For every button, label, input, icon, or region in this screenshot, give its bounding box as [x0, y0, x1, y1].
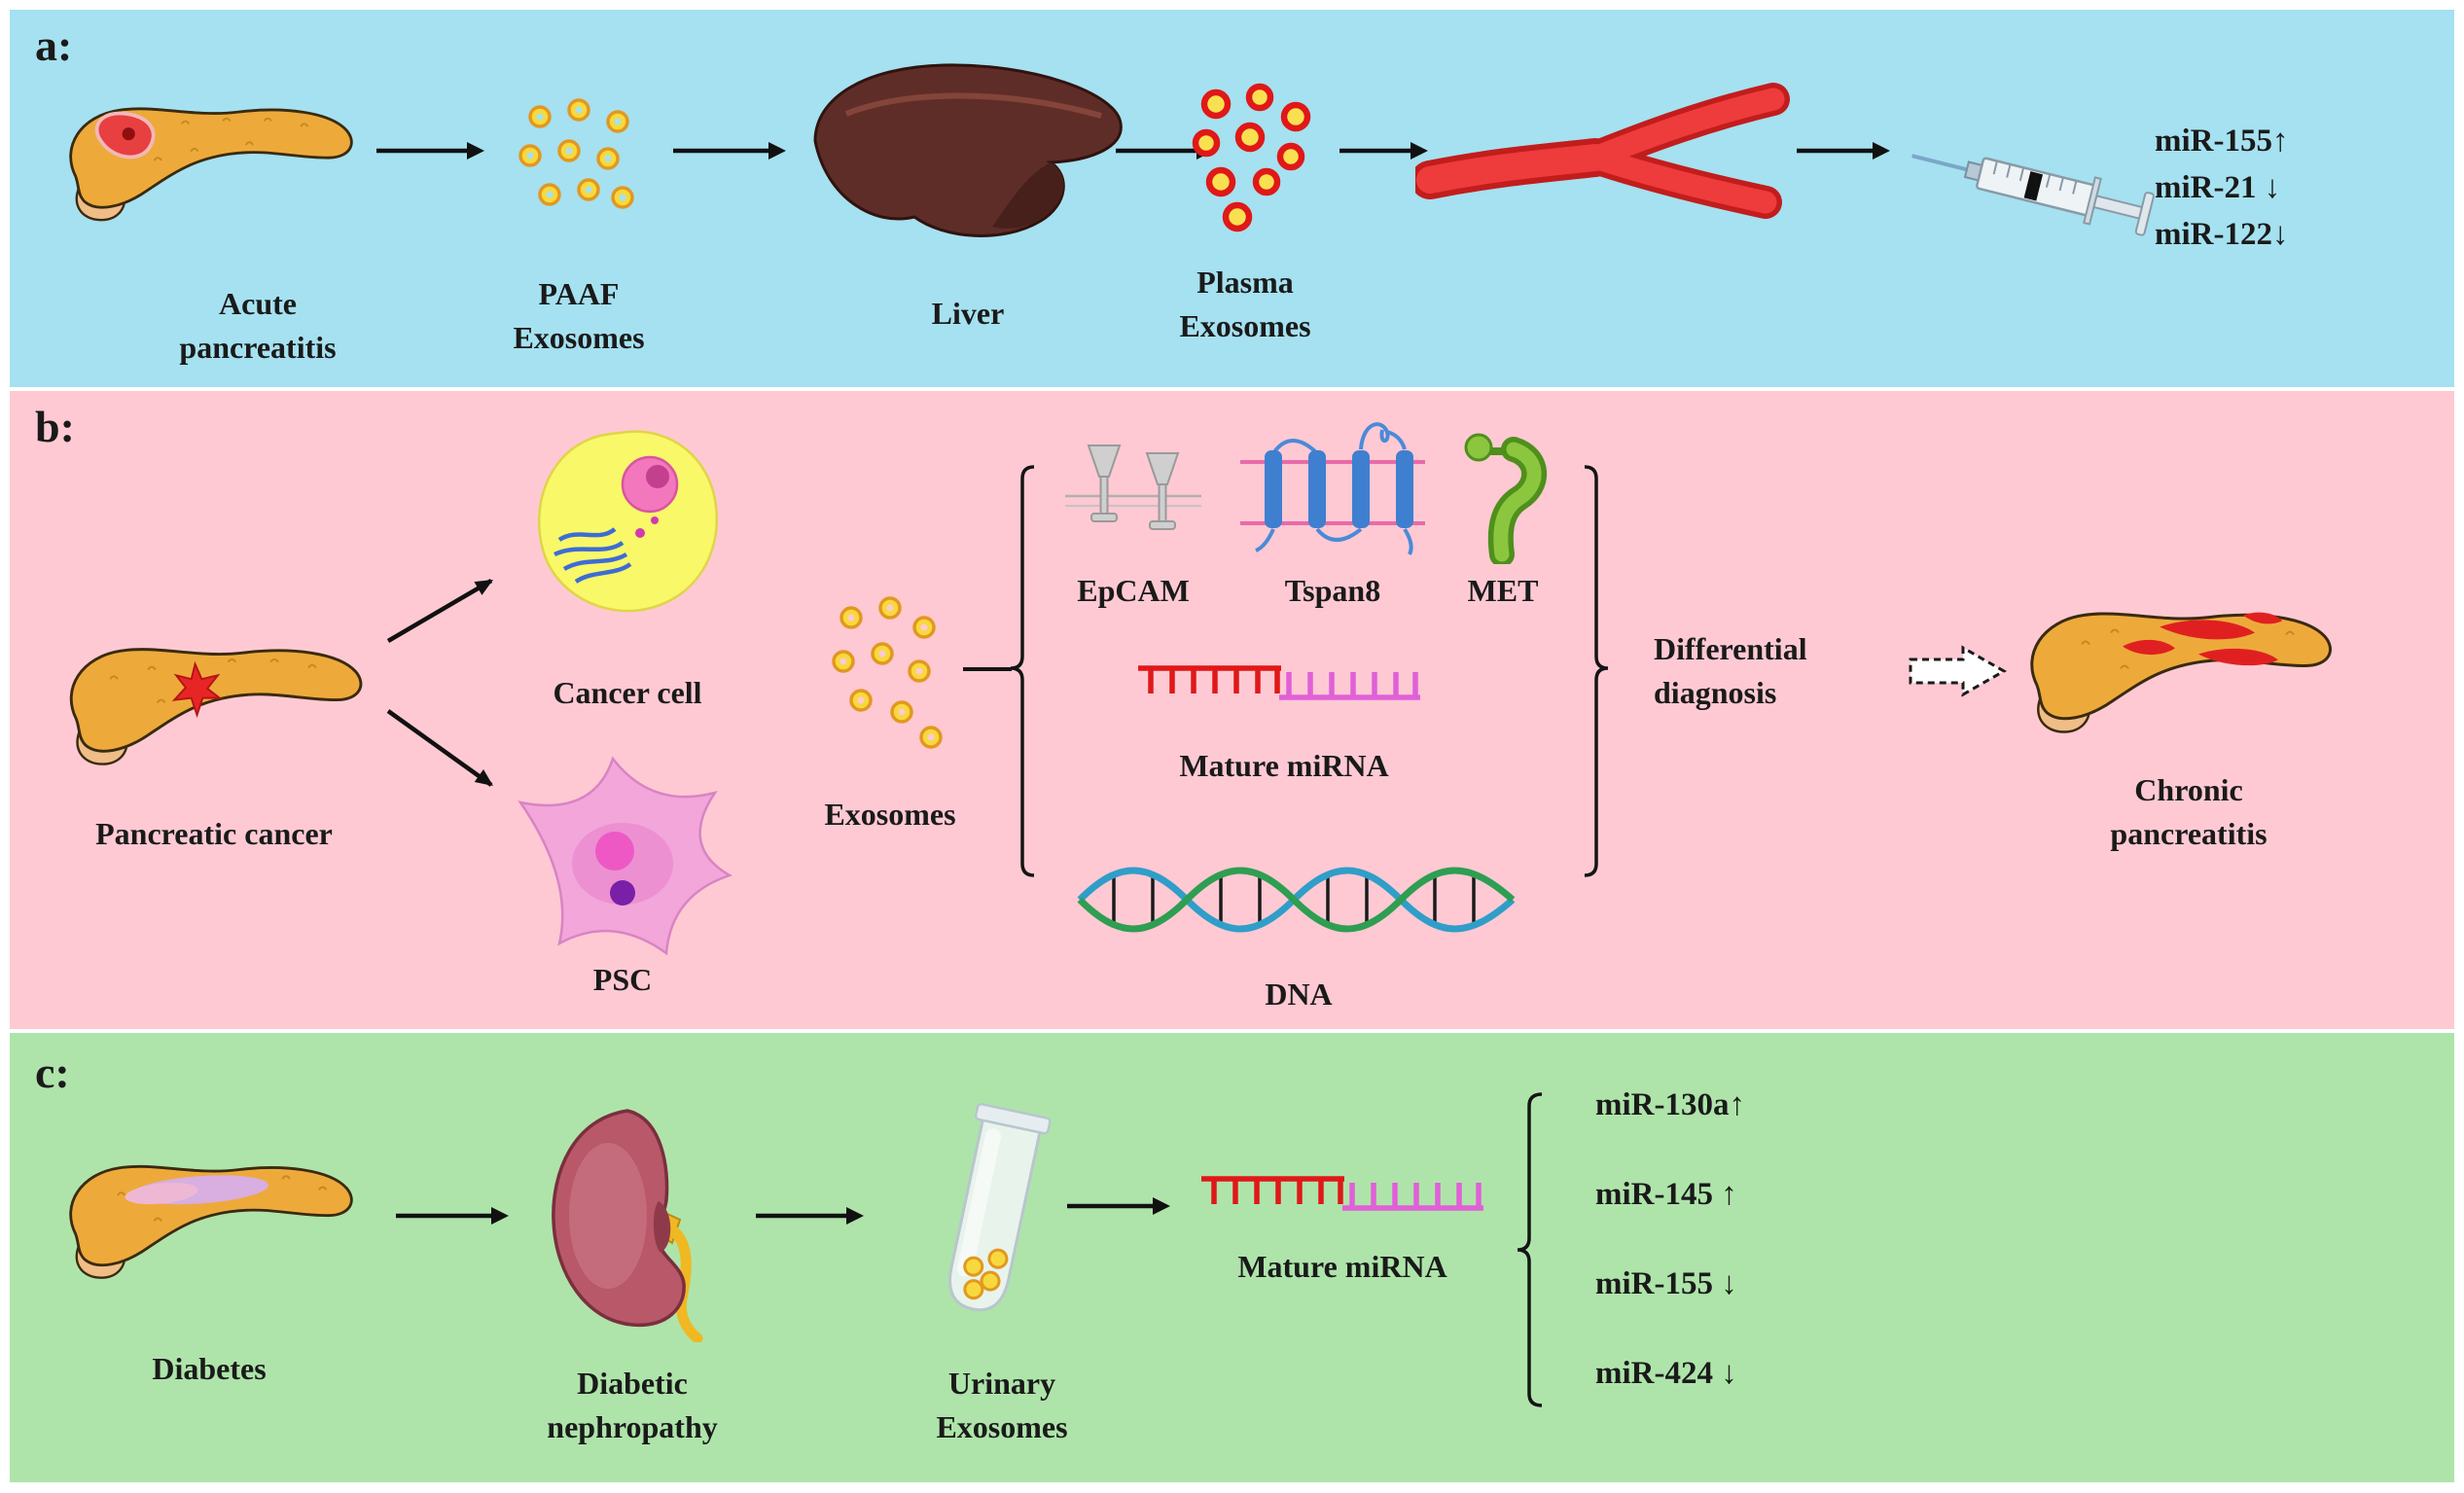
panel-a-label: a: — [35, 20, 73, 70]
epcam-label: EpCAM — [1077, 573, 1190, 608]
kidney-icon — [552, 1109, 703, 1342]
panel-c-label: c: — [35, 1048, 70, 1097]
liver-icon — [813, 63, 1123, 237]
brace-left-icon — [1517, 1092, 1543, 1407]
connector-line — [963, 667, 1012, 671]
panel-b: b: Pancreatic cancer — [10, 391, 2454, 1029]
exosomes-icon — [832, 596, 943, 749]
mature-mirna-label: Mature miRNA — [1179, 748, 1389, 783]
arrow-up-right-icon — [386, 579, 493, 643]
psc-icon — [518, 756, 733, 956]
panel-a: a: Acute pancreatitis — [10, 10, 2454, 387]
differential-diagnosis-label: Differential diagnosis — [1654, 631, 1807, 711]
syringe-icon — [1911, 154, 2155, 236]
mirna-line: miR-145 ↑ — [1595, 1177, 1737, 1212]
cancer-cell-label: Cancer cell — [553, 675, 702, 710]
liver-label: Liver — [931, 296, 1005, 331]
urinary-exosomes-label: Urinary Exosomes — [936, 1366, 1068, 1445]
diabetes-label: Diabetes — [152, 1351, 267, 1386]
urine-tube-icon — [948, 1102, 1052, 1312]
panel-b-label: b: — [35, 402, 75, 451]
plasma-exosomes-icon — [1192, 83, 1311, 232]
arrow-right-icon — [1339, 142, 1428, 160]
dashed-arrow-icon — [1909, 645, 2008, 697]
arrow-right-icon — [1067, 1197, 1170, 1215]
tspan8-icon — [1240, 422, 1425, 555]
mature-mirna-label: Mature miRNA — [1237, 1249, 1447, 1284]
blood-vessel-icon — [1415, 83, 1790, 219]
mirna-result-list: miR-155↑ miR-21 ↓ miR-122↓ — [2155, 119, 2288, 259]
brace-right-icon — [1584, 465, 1609, 877]
diabetic-nephropathy-label: Diabetic nephropathy — [547, 1366, 718, 1445]
exosomes-label: Exosomes — [824, 797, 956, 832]
met-icon — [1464, 433, 1547, 564]
tspan8-label: Tspan8 — [1284, 573, 1381, 608]
mirna-line: miR-424 ↓ — [1595, 1356, 1737, 1391]
acute-pancreatitis-label: Acute pancreatitis — [179, 286, 337, 366]
mirna-line: miR-21 ↓ — [2155, 169, 2281, 205]
paaf-exosomes-icon — [518, 98, 634, 209]
diabetes-pancreas-icon — [69, 1164, 353, 1279]
psc-label: PSC — [592, 962, 653, 997]
mirna-line: miR-155↑ — [2155, 124, 2289, 159]
acute-pancreatitis-icon — [69, 107, 353, 222]
dna-label: DNA — [1265, 977, 1333, 1012]
chronic-pancreatitis-label: Chronic pancreatitis — [2110, 772, 2268, 852]
brace-left-icon — [1010, 465, 1035, 877]
pancreatic-cancer-label: Pancreatic cancer — [95, 816, 333, 851]
arrow-right-icon — [673, 142, 786, 160]
mature-mirna-icon — [1138, 665, 1420, 700]
arrow-right-icon — [756, 1207, 864, 1225]
met-label: MET — [1467, 573, 1539, 608]
chronic-pancreatitis-icon — [2030, 612, 2332, 733]
cancer-cell-icon — [537, 430, 719, 613]
arrow-right-icon — [396, 1207, 509, 1225]
mirna-line: miR-155 ↓ — [1595, 1266, 1737, 1301]
pancreatic-cancer-icon — [69, 648, 363, 765]
mirna-line: miR-122↓ — [2155, 216, 2289, 252]
dna-icon — [1077, 867, 1516, 933]
paaf-exosomes-label: PAAF Exosomes — [513, 276, 645, 356]
plasma-exosomes-label: Plasma Exosomes — [1179, 265, 1311, 344]
mature-mirna-icon — [1201, 1176, 1483, 1211]
mirna-line: miR-130a↑ — [1595, 1087, 1745, 1122]
epcam-icon — [1065, 444, 1201, 530]
arrow-right-icon — [1797, 142, 1890, 160]
panel-c: c: Diabetes Diabetic nephropathy — [10, 1033, 2454, 1482]
arrow-down-right-icon — [386, 709, 493, 787]
arrow-right-icon — [376, 142, 484, 160]
